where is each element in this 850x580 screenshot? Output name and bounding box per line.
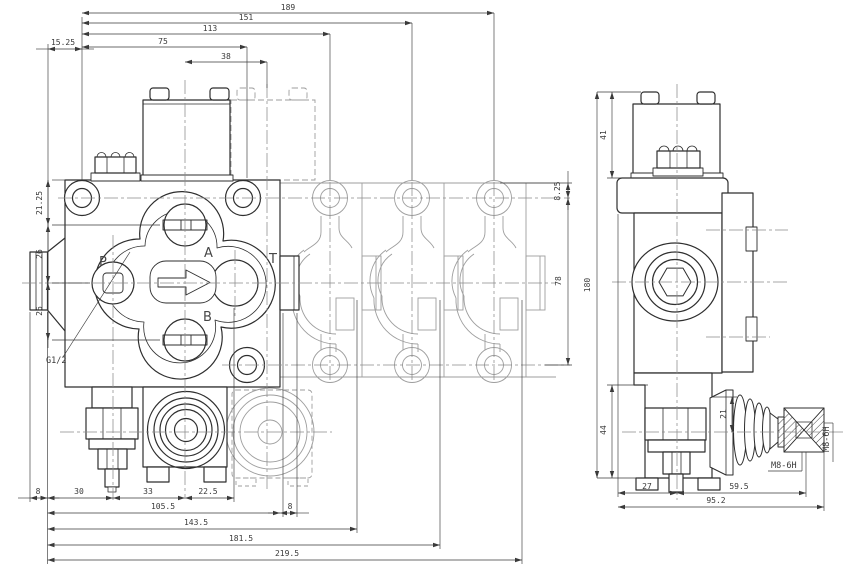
side-flange [616,177,729,214]
joystick-boot [709,389,779,476]
dim-59.5: 59.5 [677,482,806,494]
dim-label-41: 41 [599,130,608,140]
dim-label-151: 151 [239,13,254,22]
g12-leader-line [62,251,131,358]
dim-label-95.2: 95.2 [706,496,725,505]
dim-30: 30 [47,487,113,499]
dim-78: 78 [554,198,569,365]
dim-label-78: 78 [554,276,563,286]
centerlines [22,80,844,500]
dim-label-8: 8 [36,487,41,496]
dim-label-8.25: 8.25 [553,181,562,200]
dim-label-180: 180 [583,278,592,293]
dim-22.5: 22.5 [185,487,234,499]
dim-label-33: 33 [143,487,153,496]
dim-181.5: 181.5 [47,534,440,546]
dim-105.5: 105.5 [47,502,280,514]
relief-adjuster [85,386,139,493]
dim-75: 75 [82,37,247,48]
dim-95.2: 95.2 [618,496,824,508]
front-top-hex-nut [90,152,141,182]
side-crown-nut [652,145,704,177]
port-label-A: A [204,246,213,261]
front-view [29,87,300,493]
thread-label-0: G1/2 [46,356,66,366]
phantom-cap [230,87,316,181]
front-left-boss [46,237,66,332]
dim-8.25: 8.25 [553,171,569,210]
dim-label-113: 113 [203,24,218,33]
dim-label-21.25: 21.25 [35,191,44,215]
thread-label-1: M8-6H [771,461,797,471]
dim-151: 151 [82,13,412,24]
dim-label-26: 26 [35,249,44,259]
extension-lines [29,13,834,564]
dim-143.5: 143.5 [47,518,357,530]
dim-label-22.5: 22.5 [198,487,217,496]
side-hex-stack [644,407,707,493]
dim-21.25: 21.25 [35,180,49,225]
dim-label-15.25: 15.25 [51,38,75,47]
dimension-annotations: 189 151 113 75 38 15.25 21.25 26 26 8.25 78 8 30 33 22… [18,3,824,563]
dim-27: 27 [618,482,677,494]
text-labels: P A T B G1/2M8-6H M8-6H [46,246,832,471]
dim-label-59.5: 59.5 [729,482,748,491]
dim-189: 189 [82,3,494,14]
side-view [616,91,825,493]
dim-44: 44 [599,385,613,478]
phantom-section-2 [369,180,464,383]
flow-arrow-symbol [149,260,217,304]
dim-label-75: 75 [158,37,168,46]
dim-label-38: 38 [221,52,231,61]
dim-label-143.5: 143.5 [184,518,208,527]
dim-label-44: 44 [599,425,608,435]
dim-label-219.5: 219.5 [275,549,299,558]
dim-219.5: 219.5 [47,549,522,561]
phantom-section-3 [451,180,546,383]
universal-joint-cross [777,407,825,453]
side-interface-plate [721,192,754,373]
dim-113: 113 [82,24,330,35]
dim-180: 180 [583,92,598,478]
port-label-P: P [99,255,107,270]
dim-label-8: 8 [288,502,293,511]
dim-41: 41 [599,92,613,178]
front-spool-cap [142,99,231,181]
port-label-B: B [203,310,212,325]
dim-label-27: 27 [642,482,652,491]
dim-33: 33 [113,487,185,499]
dim-26: 26 [35,283,49,340]
dim-label-21: 21 [719,409,728,419]
phantom-bottom-block [225,387,315,487]
dim-label-181.5: 181.5 [229,534,253,543]
dim-label-30: 30 [74,487,84,496]
dim-label-26: 26 [35,306,44,316]
phantom-section-1 [287,180,382,383]
front-left-port-cap [29,251,49,311]
dim-label-189: 189 [281,3,296,12]
dim-38: 38 [185,52,267,63]
port-label-T: T [268,252,277,267]
thread-label-2: M8-6H [822,426,832,452]
dim-26: 26 [35,225,49,283]
dim-label-105.5: 105.5 [151,502,175,511]
